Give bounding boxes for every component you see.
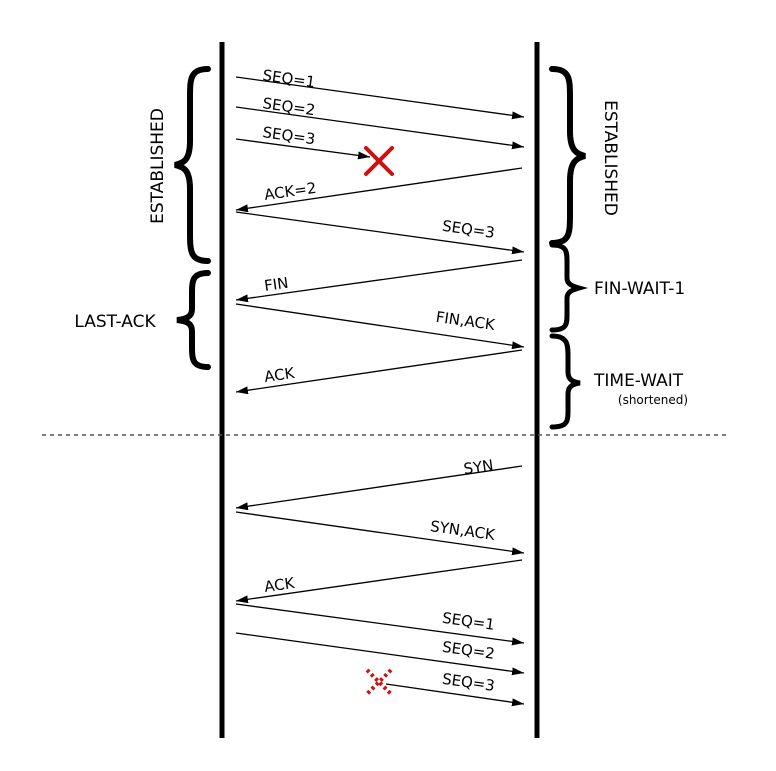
label-seq-1-new: SEQ=1 [441,609,496,634]
arrow-fin [235,259,523,303]
right-state-established: ESTABLISHED [600,100,620,216]
arrow-ack-handshake [235,559,523,604]
label-seq-2: SEQ=2 [261,94,316,119]
right-brace-established [549,66,586,246]
label-seq-3-lost: SEQ=3 [261,123,316,148]
label-syn: SYN [462,456,494,478]
label-fin-ack: FIN,ACK [435,308,497,334]
arrow-ack-final [235,349,523,395]
label-fin: FIN [263,274,290,295]
dotted-x-icon [365,668,393,696]
arrow-seq-3-stale [385,683,525,707]
label-seq-3-stale: SEQ=3 [441,670,496,695]
label-seq-1: SEQ=1 [261,66,316,91]
left-brace-last-ack [176,270,211,370]
label-syn-ack: SYN,ACK [429,517,497,544]
arrow-syn-ack [235,511,525,556]
left-brace-established [174,66,211,264]
arrow-seq-1 [235,76,525,120]
right-state-fin-wait-1: FIN-WAIT-1 [594,279,685,299]
lost-packet-x-icon [364,146,394,176]
label-ack-2: ACK=2 [263,179,317,204]
left-state-last-ack: LAST-ACK [74,312,156,332]
right-brace-fin-wait-1 [549,242,589,333]
right-state-time-wait: TIME-WAIT [593,371,684,391]
arrow-seq-2-new [235,632,525,676]
right-state-time-wait-note: (shortened) [618,393,688,407]
arrow-seq-1-new [235,603,525,646]
arrow-seq-2 [235,106,525,150]
arrow-seq-3-retransmit [235,211,525,255]
arrow-ack-2 [235,167,523,213]
left-state-established: ESTABLISHED [148,108,168,224]
label-seq-2-new: SEQ=2 [441,638,496,663]
right-brace-time-wait [549,333,581,430]
arrow-syn [235,465,523,511]
label-ack-final: ACK [263,364,297,386]
arrow-seq-3-lost [235,138,371,160]
arrow-fin-ack [235,303,525,350]
label-seq-3-retransmit: SEQ=3 [441,217,496,242]
label-ack-handshake: ACK [263,574,297,596]
